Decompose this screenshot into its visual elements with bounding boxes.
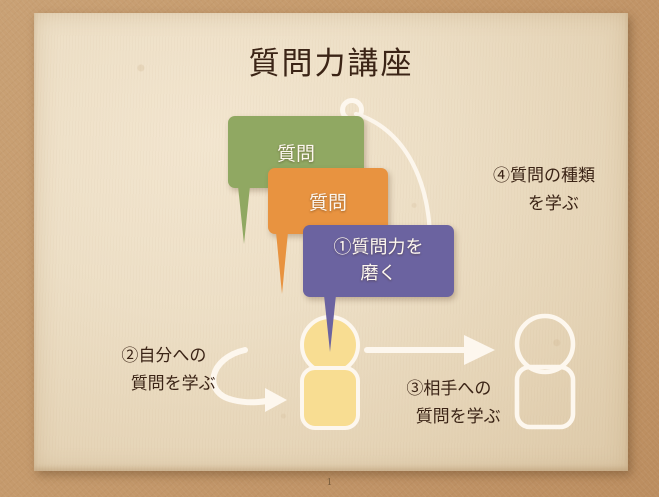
note-self-questions-line2: 質問を学ぶ	[130, 373, 216, 394]
speech-bubble-purple-tail	[324, 295, 336, 352]
other-person-figure	[514, 313, 576, 430]
speech-bubble-orange-text: 質問	[268, 168, 388, 234]
speech-bubble-green-tail	[238, 186, 250, 244]
note-other-questions: ③相手への 質問を学ぶ	[397, 376, 501, 431]
page-number: 1	[326, 478, 333, 488]
note-question-types-line1: ④質問の種類	[493, 166, 595, 186]
note-self-questions-line1: ②自分への	[121, 346, 207, 366]
speech-bubble-purple-text: ①質問力を 磨く	[303, 225, 454, 297]
slide-content-area: 質問力講座	[34, 13, 628, 471]
self-question-arrow	[210, 347, 287, 412]
note-other-questions-line2: 質問を学ぶ	[415, 406, 501, 427]
note-question-types: ④質問の種類 を学ぶ	[493, 163, 595, 218]
note-question-types-line2: を学ぶ	[527, 193, 579, 214]
note-self-questions: ②自分への 質問を学ぶ	[112, 343, 216, 398]
note-other-questions-line1: ③相手への	[406, 379, 492, 399]
speech-bubble-purple-line2: 磨く	[360, 263, 397, 284]
other-question-arrow	[364, 335, 495, 365]
speech-bubble-purple-line1: ①質問力を	[333, 236, 424, 258]
speech-bubble-orange-tail	[276, 232, 288, 294]
paper-slide: 質問力講座	[34, 13, 628, 471]
page-title: 質問力講座	[248, 46, 414, 82]
